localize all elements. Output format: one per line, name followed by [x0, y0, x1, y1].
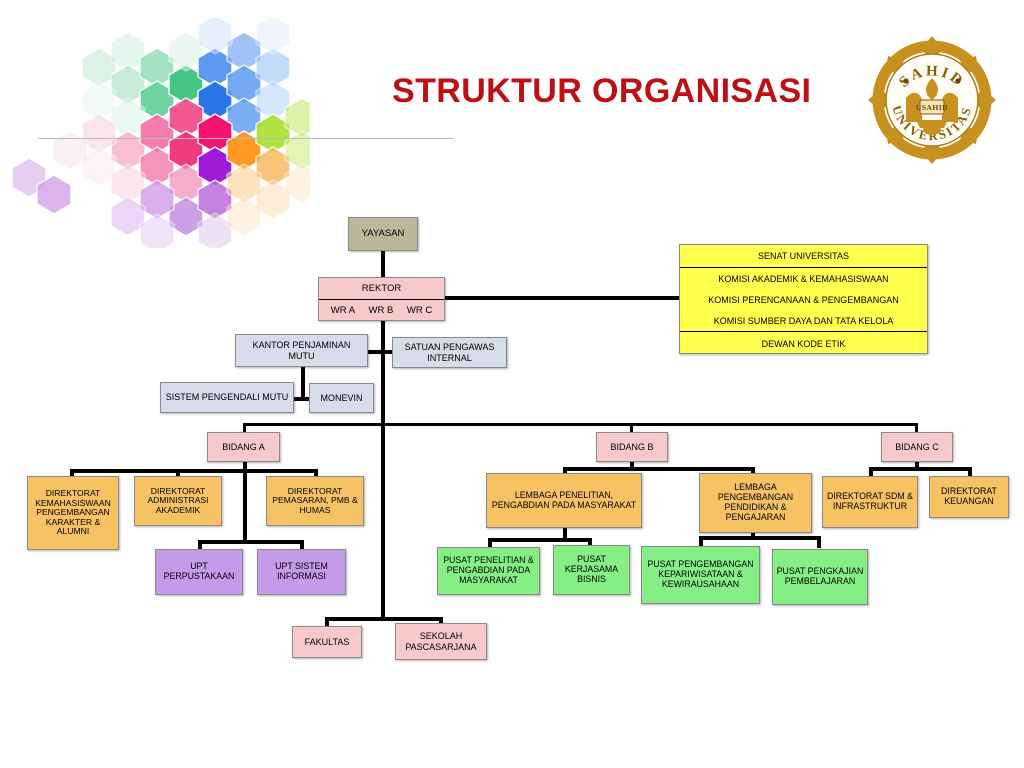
node-pusat-kerjasama-bisnis[interactable]: PUSAT KERJASAMA BISNIS [553, 545, 630, 595]
senat-row-4: DEWAN KODE ETIK [761, 338, 846, 349]
senat-row-3: KOMISI SUMBER DAYA DAN TATA KELOLA [680, 310, 927, 332]
node-bidang-b-label: BIDANG B [610, 441, 654, 452]
senat-row-1: KOMISI AKADEMIK & KEMAHASISWAAN [718, 273, 889, 284]
node-pusat-kepariwisataan-label: PUSAT PENGEMBANGAN KEPARIWISATAAN & KEWI… [647, 559, 754, 589]
connector-pascasarjana-drop [439, 617, 443, 627]
node-wr-c[interactable]: WR C [406, 304, 433, 316]
connector-dir-kemahasiswaan-drop [70, 469, 74, 477]
node-sistem-pengendali-mutu[interactable]: SISTEM PENGENDALI MUTU [160, 382, 294, 413]
hexagon-mosaic-decoration [10, 18, 310, 248]
connector-dir-keuangan-drop [968, 467, 972, 477]
connector-pusat-penelitian-drop [488, 538, 492, 548]
node-lembaga-penelitian[interactable]: LEMBAGA PENELITIAN, PENGABDIAN PADA MASY… [486, 473, 642, 528]
node-kantor-penjaminan-mutu[interactable]: KANTOR PENJAMINAN MUTU [235, 334, 368, 367]
connector-bidangc-down [915, 461, 919, 471]
node-bidang-a-label: BIDANG A [222, 441, 265, 452]
connector-lpg-bus [699, 536, 821, 540]
connector-bidang-bus [243, 423, 918, 426]
connector-bidangc-bus [869, 467, 972, 471]
connector-upt-perpustakaan-drop [198, 540, 202, 550]
connector-pusat-pengkajian-drop [817, 536, 821, 548]
node-wr-a[interactable]: WR A [330, 304, 356, 316]
node-bidang-a[interactable]: BIDANG A [207, 432, 280, 462]
connector-bidangb-down [630, 461, 634, 471]
connector-pusat-kerjasama-drop [588, 538, 592, 548]
connector-bidanga-down [243, 461, 247, 473]
connector-fakultas-drop [325, 617, 329, 627]
connector-yayasan-rektor [381, 251, 385, 278]
node-pusat-kepariwisataan[interactable]: PUSAT PENGEMBANGAN KEPARIWISATAAN & KEWI… [641, 546, 760, 604]
node-sistem-pengendali-mutu-label: SISTEM PENGENDALI MUTU [165, 392, 289, 403]
node-senat-universitas-panel[interactable]: SENAT UNIVERSITAS KOMISI AKADEMIK & KEMA… [679, 244, 928, 354]
node-wr-b[interactable]: WR B [368, 304, 394, 316]
node-upt-sistem-informasi-label: UPT SISTEM INFORMASI [275, 561, 328, 581]
connector-upt-sistem-drop [300, 540, 304, 550]
node-direktorat-administrasi-akademik-label: DIREKTORAT ADMINISTRASI AKADEMIK [147, 485, 209, 515]
node-direktorat-kemahasiswaan-label: DIREKTORAT KEMAHASISWAAN PENGEMBANGAN KA… [35, 487, 111, 537]
node-yayasan-label: YAYASAN [361, 227, 405, 239]
connector-dir-sdm-drop [869, 467, 873, 477]
sahid-university-logo-icon: SAHID UNIVERSITAS USAHID [866, 34, 998, 166]
connector-lp-down [563, 528, 567, 542]
node-direktorat-sdm[interactable]: DIREKTORAT SDM & INFRASTRUKTUR [822, 476, 918, 528]
node-upt-perpustakaan-label: UPT PERPUSTAKAAN [163, 561, 235, 581]
node-pusat-pengkajian-pembelajaran-label: PUSAT PENGKAJIAN PEMBELAJARAN [776, 566, 864, 586]
node-direktorat-pemasaran-label: DIREKTORAT PEMASARAN, PMB & HUMAS [272, 485, 358, 515]
node-yayasan[interactable]: YAYASAN [348, 217, 418, 251]
decorative-rule [38, 138, 453, 139]
senat-row-2: KOMISI PERENCANAAN & PENGEMBANGAN [708, 294, 899, 305]
node-satuan-pengawas-internal-label: SATUAN PENGAWAS INTERNAL [404, 342, 495, 363]
node-direktorat-pemasaran[interactable]: DIREKTORAT PEMASARAN, PMB & HUMAS [266, 476, 364, 526]
node-lembaga-pengembangan[interactable]: LEMBAGA PENGEMBANGAN PENDIDIKAN & PENGAJ… [699, 473, 812, 533]
node-bidang-c-label: BIDANG C [895, 441, 939, 452]
node-bidang-b[interactable]: BIDANG B [596, 432, 668, 462]
connector-main-trunk [381, 320, 385, 620]
node-lembaga-pengembangan-label: LEMBAGA PENGEMBANGAN PENDIDIKAN & PENGAJ… [717, 482, 794, 522]
connector-spm-monevin [292, 397, 314, 401]
node-pusat-kerjasama-bisnis-label: PUSAT KERJASAMA BISNIS [564, 554, 619, 584]
connector-kpm-down [301, 365, 305, 399]
node-sekolah-pascasarjana[interactable]: SEKOLAH PASCASARJANA [395, 623, 487, 660]
node-upt-sistem-informasi[interactable]: UPT SISTEM INFORMASI [257, 549, 346, 595]
node-upt-perpustakaan[interactable]: UPT PERPUSTAKAAN [155, 549, 243, 595]
connector-dir-administrasi-drop [176, 469, 180, 477]
connector-lembaga-penelitian-drop [563, 467, 567, 475]
connector-pusat-kepariwisataan-drop [699, 536, 703, 548]
node-direktorat-administrasi-akademik[interactable]: DIREKTORAT ADMINISTRASI AKADEMIK [134, 476, 222, 526]
node-direktorat-sdm-label: DIREKTORAT SDM & INFRASTRUKTUR [826, 491, 914, 511]
connector-rektor-senat [444, 296, 680, 300]
node-bidang-c[interactable]: BIDANG C [881, 432, 953, 462]
node-fakultas-label: FAKULTAS [304, 636, 350, 647]
connector-upt-bus [198, 540, 304, 544]
node-satuan-pengawas-internal[interactable]: SATUAN PENGAWAS INTERNAL [392, 337, 507, 368]
svg-text:USAHID: USAHID [916, 103, 948, 112]
connector-bidangb-bus [563, 467, 755, 471]
node-rektor[interactable]: REKTOR WR A WR B WR C [318, 277, 445, 321]
connector-bidanga-bus [70, 469, 318, 473]
node-kantor-penjaminan-mutu-label: KANTOR PENJAMINAN MUTU [252, 340, 351, 361]
node-rektor-wr-row: WR A WR B WR C [319, 300, 444, 320]
node-direktorat-keuangan[interactable]: DIREKTORAT KEUANGAN [929, 476, 1009, 518]
connector-dir-pemasaran-drop [314, 469, 318, 477]
node-pusat-penelitian[interactable]: PUSAT PENELITIAN & PENGABDIAN PADA MASYA… [437, 547, 540, 595]
node-pusat-pengkajian-pembelajaran[interactable]: PUSAT PENGKAJIAN PEMBELAJARAN [772, 549, 868, 605]
senat-row-0: SENAT UNIVERSITAS [680, 245, 927, 268]
connector-upt-stem [243, 473, 247, 543]
node-fakultas[interactable]: FAKULTAS [292, 626, 362, 658]
connector-lpg-down [751, 528, 755, 540]
connector-spi [383, 350, 395, 354]
node-direktorat-keuangan-label: DIREKTORAT KEUANGAN [941, 486, 997, 506]
node-sekolah-pascasarjana-label: SEKOLAH PASCASARJANA [405, 631, 477, 652]
connector-bottom-bus [325, 617, 443, 621]
node-pusat-penelitian-label: PUSAT PENELITIAN & PENGABDIAN PADA MASYA… [443, 555, 534, 585]
node-lembaga-penelitian-label: LEMBAGA PENELITIAN, PENGABDIAN PADA MASY… [491, 489, 637, 510]
node-direktorat-kemahasiswaan[interactable]: DIREKTORAT KEMAHASISWAAN PENGEMBANGAN KA… [27, 476, 119, 550]
connector-lembaga-pengembangan-drop [751, 467, 755, 475]
connector-lp-bus [488, 538, 592, 542]
node-rektor-title: REKTOR [319, 278, 444, 300]
page-title: STRUKTUR ORGANISASI [392, 72, 812, 110]
node-monevin-label: MONEVIN [320, 392, 363, 403]
node-monevin[interactable]: MONEVIN [309, 383, 374, 413]
